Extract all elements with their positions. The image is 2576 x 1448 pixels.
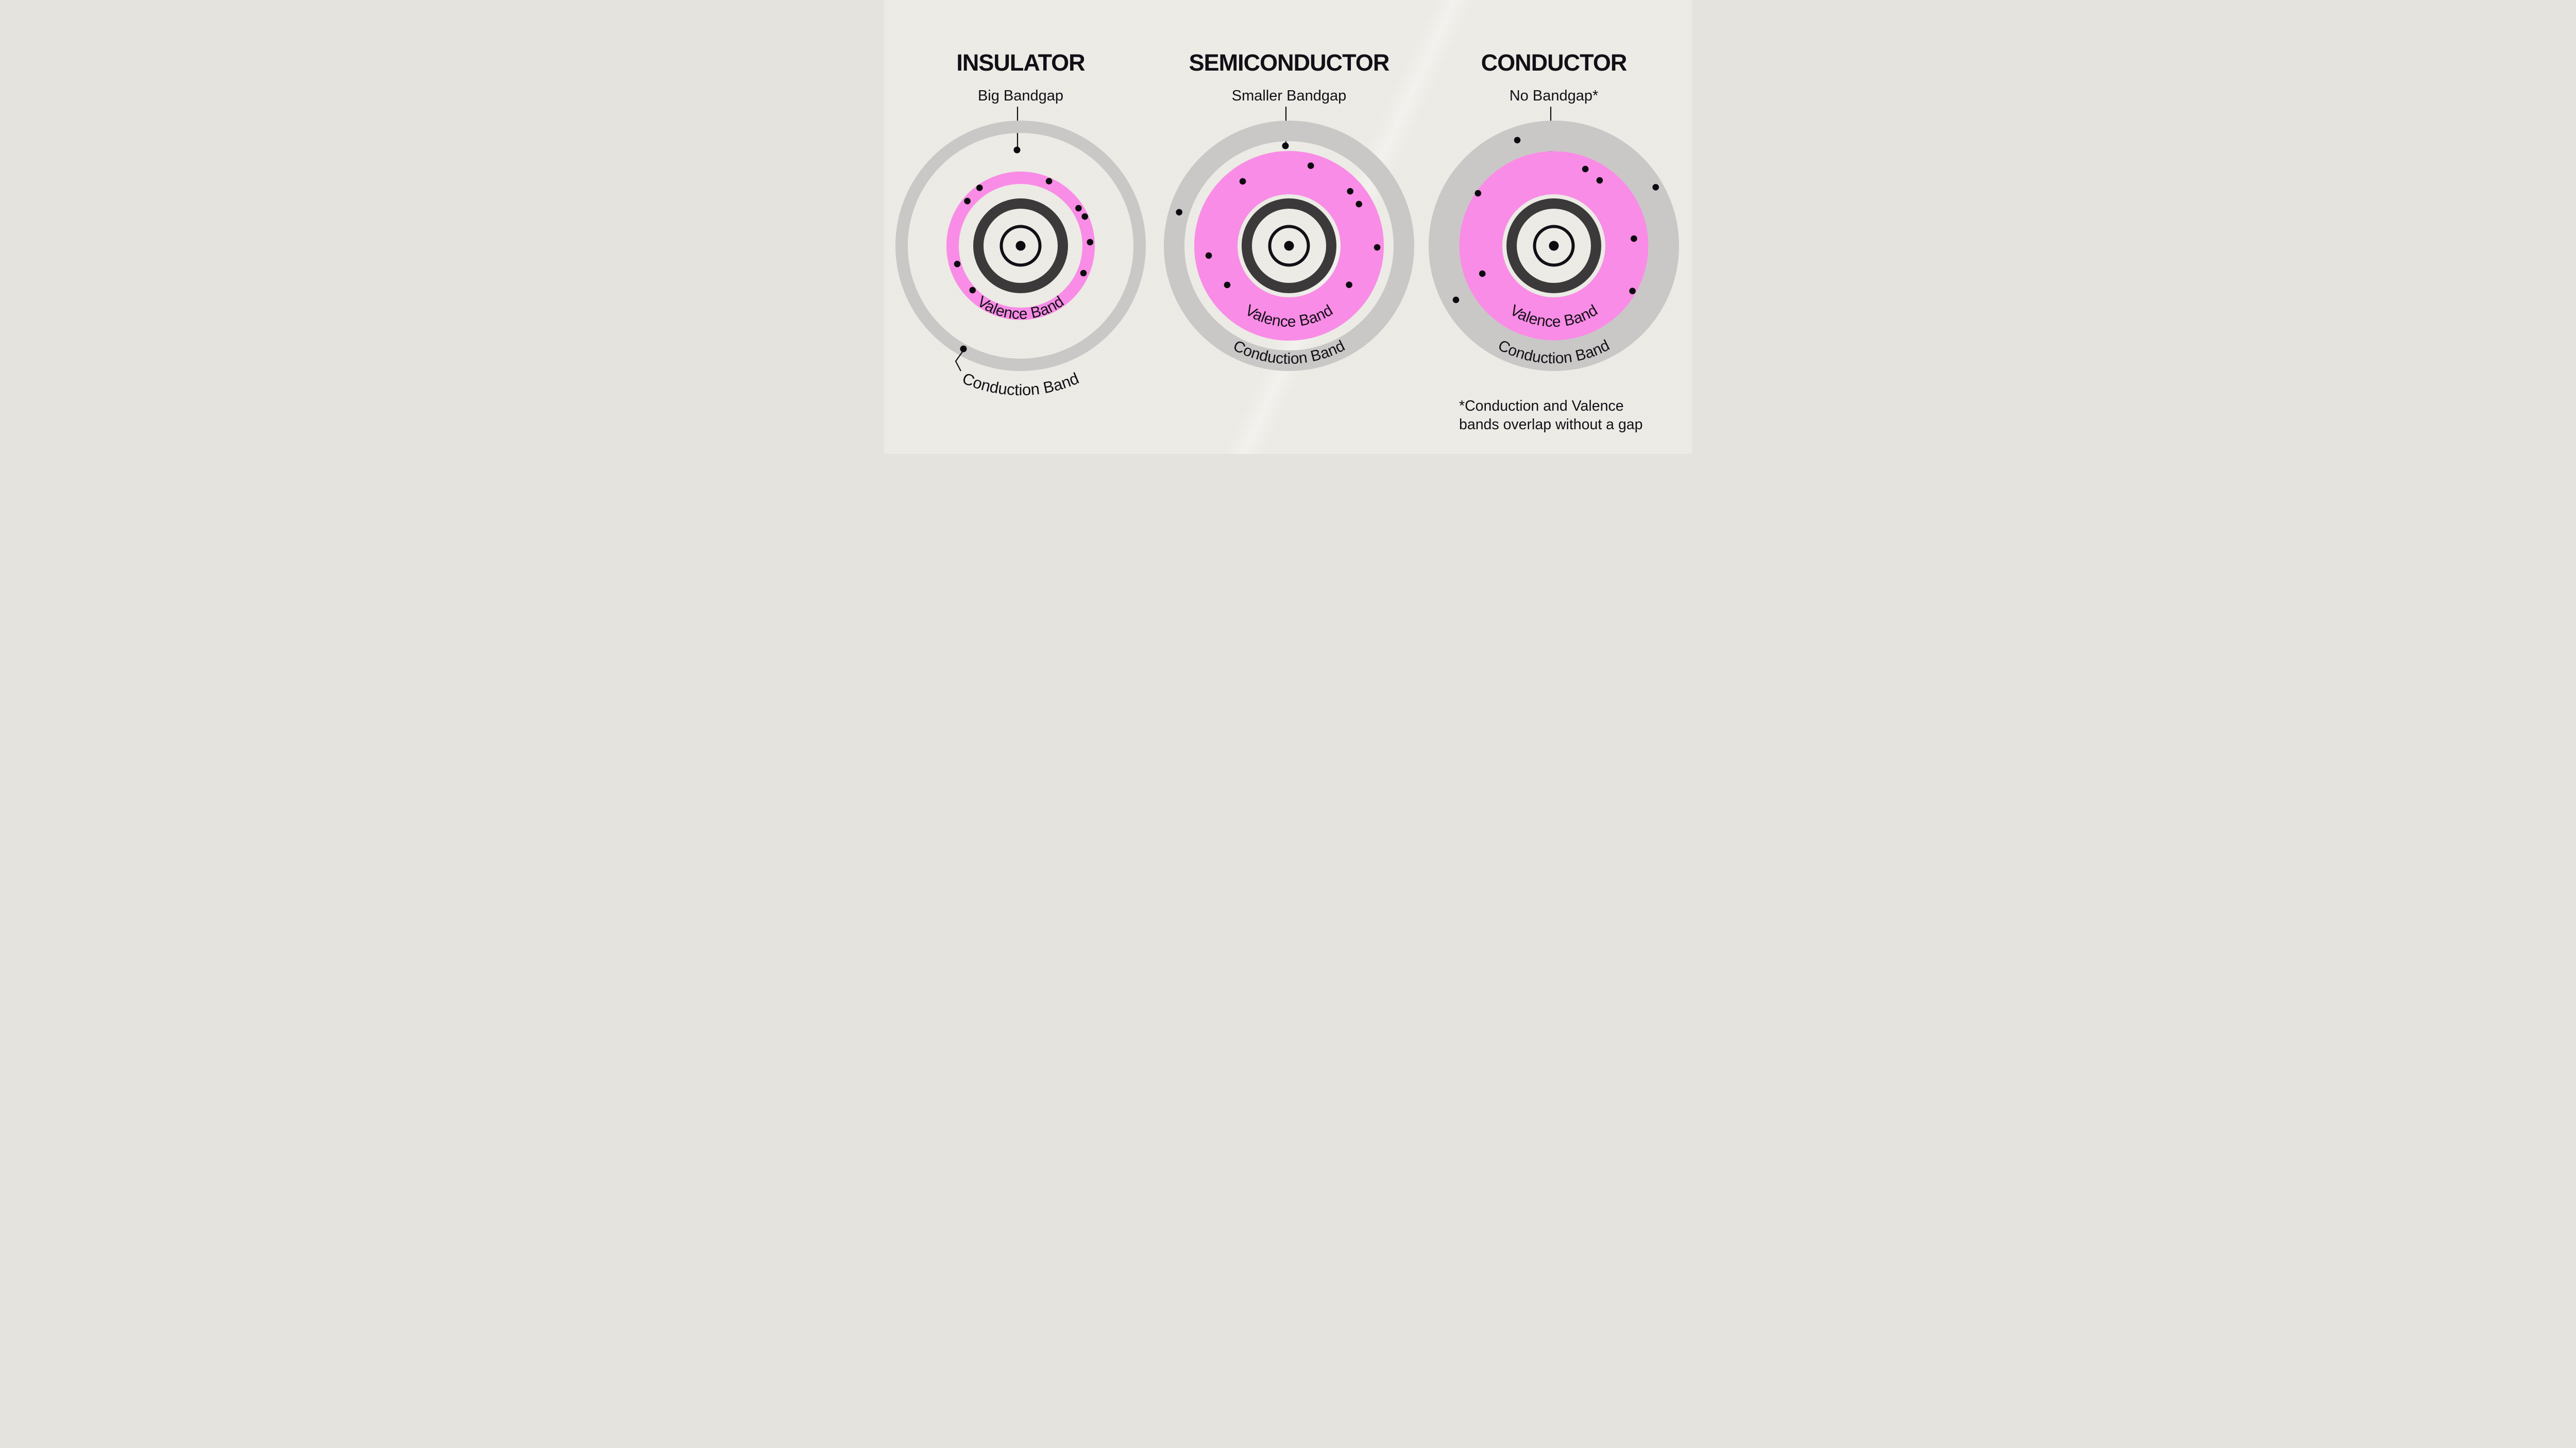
conduction-leader-line: [955, 350, 964, 372]
conduction-band-label: Conduction Band: [960, 369, 1081, 399]
inner-shell-ring: [973, 198, 1068, 293]
inner-shell-ring: [1242, 198, 1336, 293]
conduction-band-ring: [1429, 121, 1679, 371]
electron-dot: [1631, 235, 1637, 242]
electron-dot: [1374, 244, 1381, 251]
conduction-band-ring: [895, 121, 1146, 371]
electron-dot: [1479, 270, 1486, 277]
electron-dot: [1452, 296, 1460, 304]
electron-dot: [976, 184, 983, 191]
electron-dot: [1582, 165, 1589, 173]
nucleus-dot: [1015, 241, 1026, 251]
conductor-subtitle: No Bandgap*: [1509, 88, 1599, 104]
footnote: *Conduction and Valence bands overlap wi…: [1459, 397, 1643, 434]
electron-dot: [1224, 281, 1231, 289]
nucleus-ring: [999, 225, 1042, 267]
nucleus-ring: [1268, 225, 1310, 267]
valence-band-ring: [946, 172, 1095, 320]
electron-dot: [1075, 205, 1082, 212]
nucleus-dot: [1549, 241, 1559, 251]
electron-dot: [1652, 184, 1659, 191]
valence-band-label: Valence Band: [974, 293, 1067, 323]
electron-dot: [1087, 239, 1094, 246]
electron-dot: [1475, 190, 1482, 197]
nucleus-dot: [1284, 241, 1294, 251]
electron-dot: [954, 261, 961, 267]
conduction-leader-dot: [960, 345, 967, 352]
electron-dot: [1629, 288, 1636, 294]
semiconductor-title: SEMICONDUCTOR: [1189, 49, 1390, 76]
electron-dot: [1346, 281, 1352, 288]
electron-dot: [1307, 162, 1314, 169]
bandgap-leader-dot: [1282, 142, 1289, 149]
electron-dot: [1080, 270, 1087, 277]
electron-dot: [1514, 137, 1521, 144]
valence-band-ring: [1194, 151, 1384, 341]
conductor-title: CONDUCTOR: [1481, 49, 1628, 76]
electron-dot: [1176, 209, 1182, 216]
electron-dot: [1355, 200, 1362, 208]
conduction-band-ring: [1164, 121, 1414, 371]
bandgap-leader-dot: [1013, 146, 1021, 154]
electron-dot: [1045, 178, 1053, 184]
footnote-line-1: *Conduction and Valence: [1459, 398, 1624, 414]
insulator-title: INSULATOR: [956, 49, 1085, 76]
electron-dot: [1081, 213, 1088, 220]
inner-shell-ring: [1506, 198, 1601, 293]
semiconductor-subtitle: Smaller Bandgap: [1231, 88, 1347, 104]
insulator-subtitle: Big Bandgap: [977, 88, 1064, 104]
electron-dot: [964, 197, 971, 205]
electron-dot: [1347, 188, 1353, 195]
valence-band-ring: [1459, 151, 1649, 341]
footnote-line-2: bands overlap without a gap: [1459, 416, 1643, 433]
electron-dot: [1239, 178, 1246, 185]
electron-dot: [969, 287, 976, 294]
nucleus-ring: [1533, 225, 1575, 267]
electron-dot: [1205, 252, 1212, 259]
electron-dot: [1596, 177, 1603, 184]
